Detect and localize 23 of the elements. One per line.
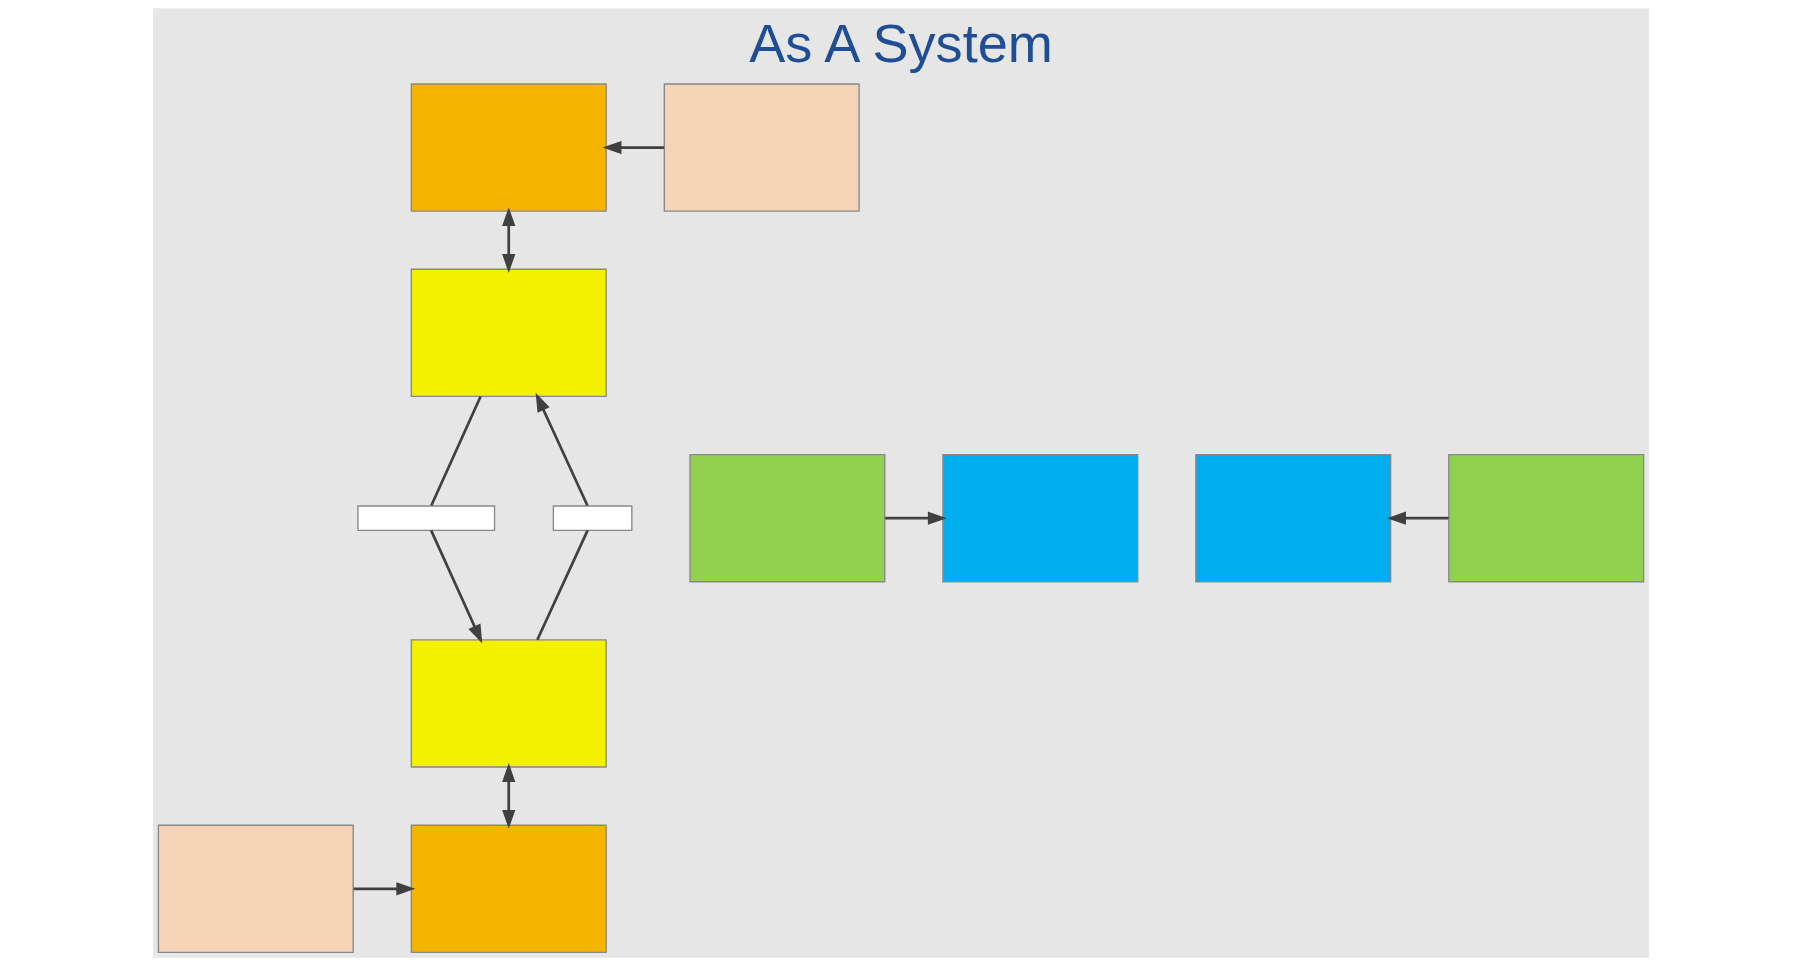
diagram-title: As A System (749, 13, 1053, 74)
node-box (689, 453, 886, 583)
node-box (357, 505, 496, 531)
arrow (353, 882, 416, 896)
node-box (410, 268, 607, 398)
node-box (1195, 453, 1392, 583)
node-box (552, 505, 633, 531)
arrow (1386, 511, 1449, 525)
arrow (885, 511, 947, 525)
node-box (942, 453, 1139, 583)
node-box (410, 83, 607, 212)
connector (536, 529, 589, 641)
node-box (157, 824, 354, 954)
arrow (502, 207, 516, 273)
arrow (535, 392, 589, 507)
node-box (663, 83, 860, 212)
node-box (1448, 453, 1645, 583)
arrow (602, 140, 665, 155)
node-box (410, 639, 607, 768)
arrow (429, 529, 483, 644)
node-box (410, 824, 607, 954)
connector (430, 396, 482, 507)
arrow (502, 763, 516, 829)
